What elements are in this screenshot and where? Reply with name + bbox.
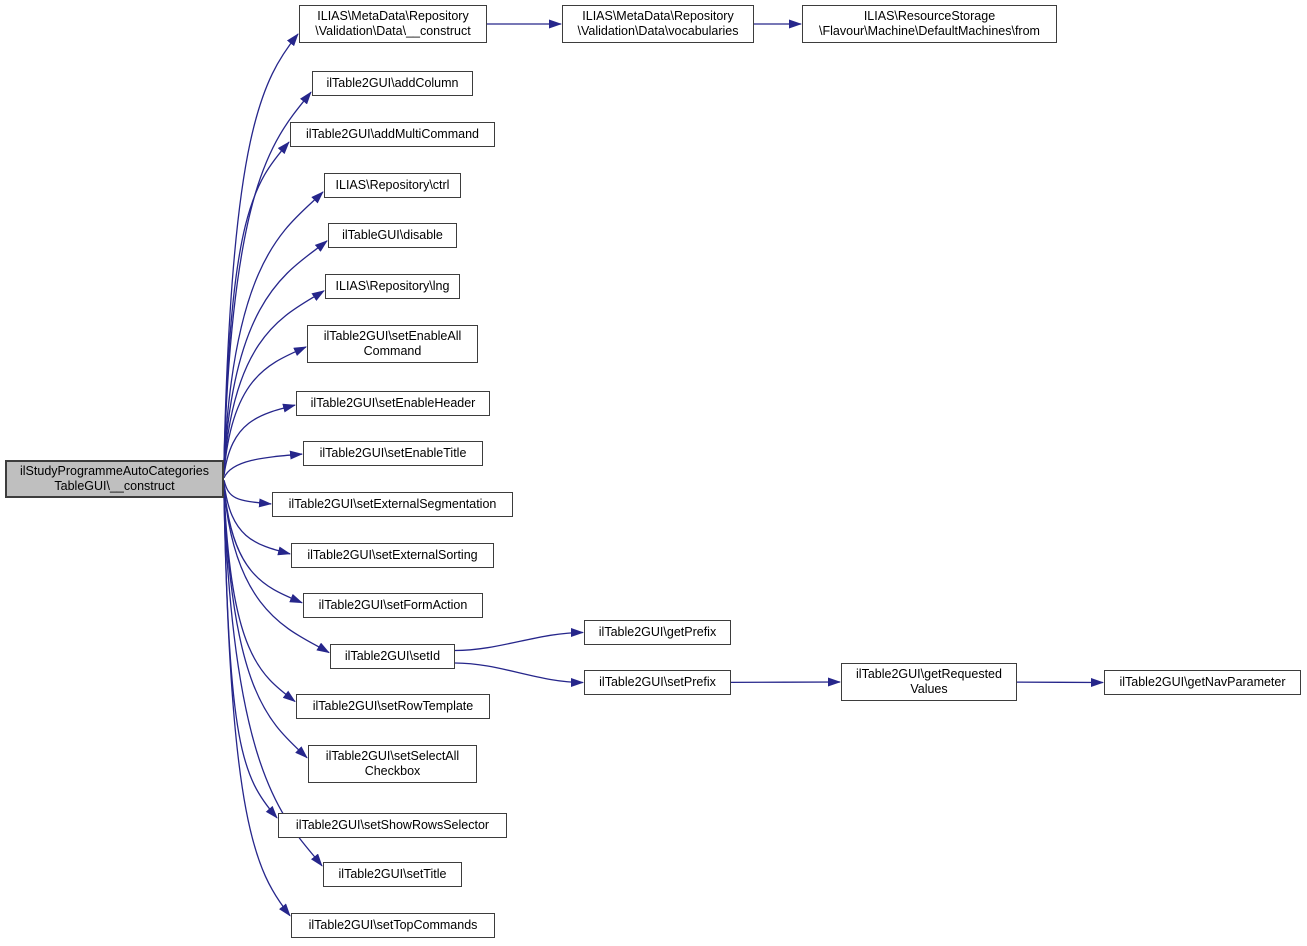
node-settopcommands[interactable]: ilTable2GUI\setTopCommands [291, 913, 495, 938]
node-label-line: TableGUI\__construct [54, 479, 175, 493]
node-label-line: Checkbox [364, 764, 421, 778]
edge-main-to-setrowtemplate [223, 489, 296, 703]
node-label-line: \Validation\Data\vocabularies [577, 24, 739, 38]
node-setprefix[interactable]: ilTable2GUI\setPrefix [584, 670, 731, 695]
edge-main-to-setshowrowsselector [223, 494, 278, 819]
node-getprefix[interactable]: ilTable2GUI\getPrefix [584, 620, 731, 645]
node-label-line: ilTable2GUI\setFormAction [318, 598, 468, 612]
node-label-line: ilTable2GUI\addMultiCommand [306, 127, 479, 141]
node-label-line: Values [910, 682, 948, 696]
node-addcolumn[interactable]: ilTable2GUI\addColumn [312, 71, 473, 96]
node-label-line: ilTable2GUI\getNavParameter [1119, 675, 1286, 689]
edge-main-to-setenableallcommand [223, 346, 307, 473]
node-setformaction[interactable]: ilTable2GUI\setFormAction [303, 593, 483, 618]
node-from[interactable]: ILIAS\ResourceStorage\Flavour\Machine\De… [802, 5, 1057, 43]
node-label-line: ilTable2GUI\setExternalSegmentation [288, 497, 497, 511]
edge-main-to-setselectallcheckbox [223, 491, 308, 759]
node-label-line: ilTable2GUI\setPrefix [599, 675, 716, 689]
node-label-line: ILIAS\Repository\ctrl [335, 178, 450, 192]
edge-main-to-setenabletitle [223, 450, 303, 479]
node-label-line: ilTable2GUI\setEnableTitle [319, 446, 467, 460]
node-label-line: ilTableGUI\disable [342, 228, 443, 242]
node-settitle[interactable]: ilTable2GUI\setTitle [323, 862, 462, 887]
edge-main-to-settopcommands [223, 495, 291, 917]
node-setshowrowsselector[interactable]: ilTable2GUI\setShowRowsSelector [278, 813, 507, 838]
node-label-line: ilTable2GUI\setEnableHeader [310, 396, 476, 410]
node-label-line: ilTable2GUI\addColumn [326, 76, 459, 90]
node-label-line: \Flavour\Machine\DefaultMachines\from [819, 24, 1040, 38]
node-vocabularies[interactable]: ILIAS\MetaData\Repository\Validation\Dat… [562, 5, 754, 43]
node-setenabletitle[interactable]: ilTable2GUI\setEnableTitle [303, 441, 483, 466]
node-setexternalsegmentation[interactable]: ilTable2GUI\setExternalSegmentation [272, 492, 513, 517]
node-label-line: ILIAS\ResourceStorage [863, 9, 996, 23]
node-setrowtemplate[interactable]: ilTable2GUI\setRowTemplate [296, 694, 490, 719]
edge-setid-to-getprefix [454, 628, 584, 652]
node-label-line: ilTable2GUI\getRequested [856, 667, 1002, 681]
node-label-line: ilTable2GUI\setSelectAll [325, 749, 460, 763]
node-label-line: ILIAS\MetaData\Repository [317, 9, 469, 23]
node-label-line: ilTable2GUI\setExternalSorting [307, 548, 478, 562]
node-label-line: ilTable2GUI\setEnableAll [323, 329, 462, 343]
node-label-line: ilTable2GUI\setTitle [338, 867, 447, 881]
node-label-line: ILIAS\Repository\lng [335, 279, 450, 293]
node-setenableheader[interactable]: ilTable2GUI\setEnableHeader [296, 391, 490, 416]
edge-setid-to-setprefix [454, 662, 584, 687]
node-label-line: ilTable2GUI\setId [344, 649, 441, 663]
node-label-line: ilStudyProgrammeAutoCategories [20, 464, 209, 478]
node-label-line: ilTable2GUI\setTopCommands [308, 918, 478, 932]
edge-main-to-md_construct [223, 33, 299, 463]
node-setexternalsorting[interactable]: ilTable2GUI\setExternalSorting [291, 543, 494, 568]
node-lng[interactable]: ILIAS\Repository\lng [325, 274, 460, 299]
node-label-line: Command [363, 344, 422, 358]
node-md-construct[interactable]: ILIAS\MetaData\Repository\Validation\Dat… [299, 5, 487, 43]
node-disable[interactable]: ilTableGUI\disable [328, 223, 457, 248]
edge-main-to-addmulticommand [223, 141, 290, 464]
edge-main-to-setenableheader [223, 403, 296, 476]
node-ctrl[interactable]: ILIAS\Repository\ctrl [324, 173, 461, 198]
node-label-line: \Validation\Data\__construct [315, 24, 471, 38]
node-label-line: ilTable2GUI\setRowTemplate [312, 699, 474, 713]
node-label-line: ILIAS\MetaData\Repository [582, 9, 734, 23]
node-addmulticommand[interactable]: ilTable2GUI\addMultiCommand [290, 122, 495, 147]
node-label-line: ilTable2GUI\setShowRowsSelector [295, 818, 490, 832]
node-setid[interactable]: ilTable2GUI\setId [330, 644, 455, 669]
node-label-line: ilTable2GUI\getPrefix [598, 625, 717, 639]
edge-main-to-setexternalsegmentation [223, 479, 272, 508]
node-getnavparameter[interactable]: ilTable2GUI\getNavParameter [1104, 670, 1301, 695]
